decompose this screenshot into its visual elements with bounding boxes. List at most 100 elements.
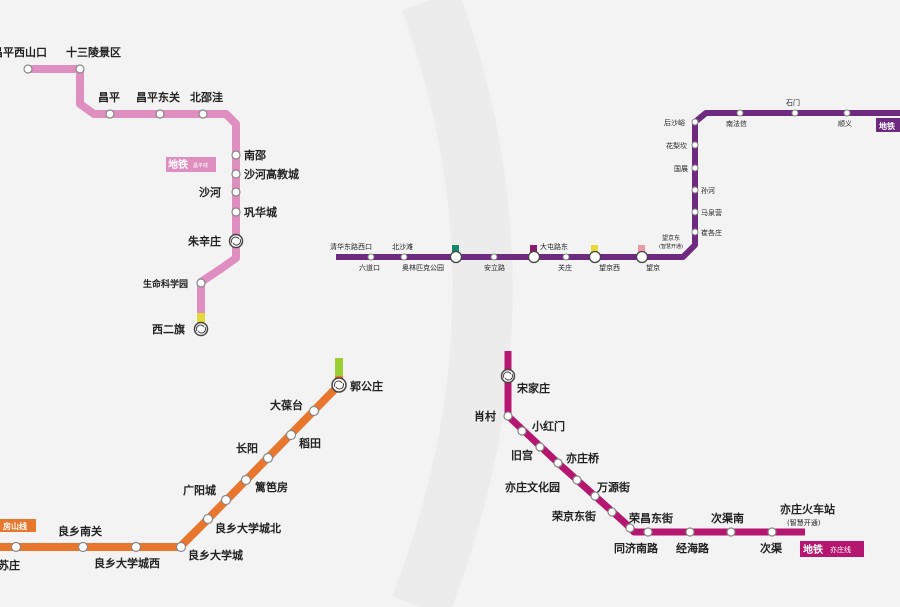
station-label[interactable]: 经海路 (676, 541, 710, 555)
station-marker[interactable] (130, 541, 142, 553)
station-label[interactable]: (智慧开通) (787, 518, 821, 527)
station-marker[interactable] (517, 426, 527, 436)
transfer-station-icon[interactable] (527, 250, 541, 264)
station-label[interactable]: 花梨坎 (666, 141, 687, 150)
station-label[interactable]: 南邵 (244, 148, 266, 162)
station-marker[interactable] (262, 452, 274, 464)
station-label[interactable]: 崔各庄 (701, 228, 722, 237)
station-label[interactable]: 安立路 (484, 263, 505, 272)
station-marker[interactable] (643, 527, 653, 537)
station-marker[interactable] (791, 109, 799, 117)
station-label[interactable]: 北沙滩 (392, 242, 413, 251)
station-label[interactable]: 次渠南 (711, 511, 744, 525)
station-marker[interactable] (572, 475, 582, 485)
station-marker[interactable] (590, 491, 600, 501)
station-label[interactable]: (智慧开通) (659, 243, 683, 250)
station-marker[interactable] (155, 109, 165, 119)
station-label[interactable]: 宋家庄 (516, 381, 550, 395)
station-label[interactable]: 昌平东关 (136, 90, 180, 104)
station-marker[interactable] (231, 187, 241, 197)
transfer-station-icon[interactable] (449, 250, 463, 264)
transfer-station-icon[interactable] (635, 250, 649, 264)
station-marker[interactable] (625, 523, 635, 533)
station-label[interactable]: 长阳 (236, 441, 258, 455)
station-marker[interactable] (607, 507, 617, 517)
station-marker[interactable] (23, 64, 33, 74)
station-label[interactable]: 生命科学园 (143, 278, 188, 290)
station-marker[interactable] (285, 429, 297, 441)
station-label[interactable]: 良乡南关 (58, 524, 102, 538)
station-marker[interactable] (503, 411, 513, 421)
station-label[interactable]: 良乡大学城西 (94, 556, 160, 570)
station-label[interactable]: 郭公庄 (350, 379, 383, 393)
station-label[interactable]: 沙河高教城 (244, 167, 299, 181)
station-marker[interactable] (691, 164, 699, 172)
station-label[interactable]: 亦庄文化园 (505, 480, 560, 494)
station-label[interactable]: 旧宫 (511, 448, 533, 462)
station-label[interactable]: 望京 (646, 263, 660, 272)
station-marker[interactable] (767, 527, 777, 537)
station-label[interactable]: 北邵洼 (190, 90, 223, 104)
station-marker[interactable] (202, 513, 214, 525)
station-marker[interactable] (553, 458, 563, 468)
station-marker[interactable] (691, 228, 699, 236)
station-marker[interactable] (231, 207, 241, 217)
station-marker[interactable] (691, 141, 699, 149)
station-label[interactable]: 孙河 (701, 186, 715, 195)
station-label[interactable]: 良乡大学城北 (215, 521, 281, 535)
station-marker[interactable] (562, 253, 570, 261)
station-label[interactable]: 关庄 (558, 263, 572, 272)
station-label[interactable]: 顺义 (838, 120, 852, 128)
station-label[interactable]: 沙河 (199, 185, 221, 199)
station-label[interactable]: 荣昌东街 (628, 511, 673, 525)
station-label[interactable]: 南法信 (726, 119, 747, 128)
station-marker[interactable] (105, 109, 115, 119)
station-label[interactable]: 万源街 (596, 480, 630, 494)
station-marker[interactable] (240, 474, 252, 486)
station-label[interactable]: 巩华城 (244, 205, 277, 219)
transfer-station-icon[interactable] (588, 250, 602, 264)
station-marker[interactable] (77, 541, 89, 553)
station-label[interactable]: 望京西 (599, 263, 620, 272)
station-label[interactable]: 次渠 (760, 541, 783, 555)
station-label[interactable]: 昌平 (98, 91, 120, 104)
station-label[interactable]: 良乡大学城 (188, 548, 243, 562)
station-label[interactable]: 后沙峪 (664, 118, 685, 127)
station-marker[interactable] (198, 109, 208, 119)
station-label[interactable]: 国展 (674, 165, 688, 173)
station-marker[interactable] (231, 169, 241, 179)
station-label[interactable]: 六道口 (359, 263, 380, 272)
station-label[interactable]: 十三陵景区 (66, 45, 121, 59)
station-marker[interactable] (231, 150, 241, 160)
station-marker[interactable] (196, 278, 206, 288)
station-marker[interactable] (535, 442, 545, 452)
station-label[interactable]: 荣京东街 (551, 509, 596, 523)
station-label[interactable]: 西二旗 (152, 322, 185, 336)
station-marker[interactable] (736, 109, 744, 117)
station-label[interactable]: 广阳城 (183, 483, 216, 497)
station-marker[interactable] (175, 541, 187, 553)
station-label[interactable]: 大屯路东 (540, 242, 568, 251)
station-marker[interactable] (691, 118, 699, 126)
station-label[interactable]: 大葆台 (270, 398, 303, 412)
station-label[interactable]: 马泉营 (701, 208, 722, 217)
station-marker[interactable] (726, 527, 736, 537)
station-label[interactable]: 亦庄桥 (566, 451, 600, 465)
station-marker[interactable] (691, 186, 699, 194)
station-marker[interactable] (843, 109, 851, 117)
station-label[interactable]: 肖村 (474, 409, 496, 423)
station-marker[interactable] (10, 541, 22, 553)
station-marker[interactable] (308, 405, 320, 417)
station-label[interactable]: 昌平西山口 (0, 45, 47, 59)
station-label[interactable]: 石门 (786, 98, 800, 107)
station-label[interactable]: 望京东 (662, 234, 680, 242)
station-label[interactable]: 小红门 (531, 419, 565, 433)
station-marker[interactable] (691, 208, 699, 216)
station-marker[interactable] (685, 527, 695, 537)
station-label[interactable]: 苏庄 (0, 558, 20, 572)
station-marker[interactable] (220, 494, 232, 506)
station-marker[interactable] (400, 253, 408, 261)
station-label[interactable]: 清华东路西口 (330, 242, 372, 251)
station-marker[interactable] (367, 253, 375, 261)
station-marker[interactable] (490, 253, 498, 261)
